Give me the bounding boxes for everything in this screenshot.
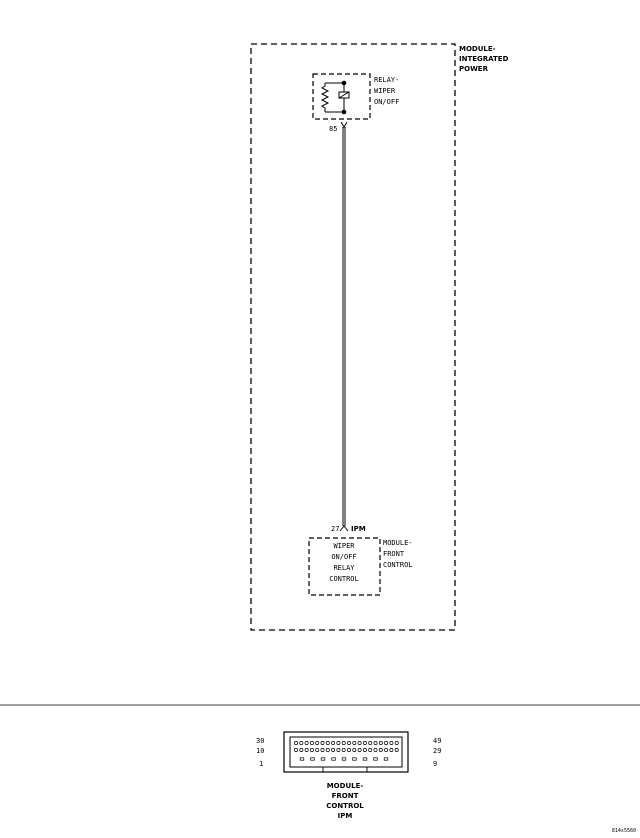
- fcm-connector-tag: IPM: [351, 525, 366, 533]
- connector-cavity: [299, 757, 305, 761]
- connector-left-pin-mid: 10: [256, 747, 264, 755]
- fcm-inner-line-3: RELAY: [333, 564, 355, 572]
- pin-85-chevron: [340, 121, 348, 128]
- connector-cavity: [309, 748, 314, 752]
- connector-cavity: [336, 748, 341, 752]
- connector-cavity: [394, 748, 399, 752]
- connector-cavity: [352, 748, 357, 752]
- connector-cavity: [373, 757, 378, 761]
- ipm-module-boundary: [250, 43, 456, 631]
- connector-cavity: [362, 741, 367, 745]
- relay-coil-symbol: [320, 80, 350, 115]
- relay-pin-label: 85: [329, 125, 337, 133]
- connector-left-pin-top: 30: [256, 737, 264, 745]
- connector-caption-line-4: IPM: [338, 812, 353, 820]
- connector-cavity: [304, 748, 309, 752]
- fcm-inner-line-2: ON/OFF: [331, 553, 356, 561]
- pin-27-chevron: [339, 525, 349, 532]
- connector-cavity: [315, 741, 320, 745]
- connector-cavity: [320, 748, 325, 752]
- connector-cavity: [368, 748, 373, 752]
- connector-right-pin-bottom: 9: [433, 760, 437, 768]
- connector-cavity: [378, 748, 383, 752]
- connector-cavity: [352, 741, 357, 745]
- connector-cavity: [341, 748, 346, 752]
- connector-cavity: [294, 741, 298, 745]
- connector-cavity: [373, 748, 378, 752]
- fcm-label-line-1: MODULE-: [383, 539, 413, 547]
- connector-caption-line-1: MODULE-: [327, 782, 364, 790]
- connector-cavity: [336, 741, 341, 745]
- connector-cavity: [331, 757, 336, 761]
- connector-right-pin-mid: 29: [433, 747, 441, 755]
- connector-cavity: [304, 741, 309, 745]
- connector-cavity: [383, 757, 389, 761]
- connector-cavity: [331, 748, 336, 752]
- connector-cavity: [341, 757, 347, 761]
- connector-cavity: [362, 748, 367, 752]
- fcm-inner-line-1: WIPER: [333, 542, 355, 550]
- connector-cavity: [320, 757, 326, 761]
- connector-pin-row-mid: [294, 748, 399, 752]
- connector-cavity: [373, 741, 378, 745]
- connector-cavity: [384, 741, 389, 745]
- connector-cavity: [357, 748, 362, 752]
- connector-cavity: [378, 741, 383, 745]
- connector-cavity: [394, 741, 399, 745]
- connector-cavity: [341, 741, 346, 745]
- connector-cavity: [299, 748, 304, 752]
- connector-cavity: [310, 757, 315, 761]
- connector-cavity: [368, 741, 373, 745]
- connector-pin-row-bottom: [299, 757, 389, 761]
- connector-cavity: [352, 757, 357, 761]
- relay-boundary: [312, 73, 371, 120]
- connector-cavity: [315, 748, 320, 752]
- connector-face: [283, 731, 409, 773]
- fcm-label-line-3: CONTROL: [383, 561, 413, 569]
- relay-label-line-2: WIPER: [374, 87, 396, 95]
- ipm-label-line-2: INTEGRATED: [459, 55, 509, 63]
- connector-cavity: [309, 741, 314, 745]
- fcm-boundary: [308, 537, 381, 596]
- figure-id: 814s5560: [612, 828, 636, 834]
- connector-cavity: [347, 741, 351, 745]
- connector-cavity: [389, 741, 394, 745]
- connector-cavity: [384, 748, 389, 752]
- connector-cavity: [389, 748, 394, 752]
- connector-cavity: [347, 748, 351, 752]
- connector-cavity: [294, 748, 298, 752]
- connector-cavity: [357, 741, 362, 745]
- connector-cavity: [325, 741, 330, 745]
- relay-label-line-1: RELAY-: [374, 76, 399, 84]
- connector-cavity: [299, 741, 304, 745]
- connector-caption-line-3: CONTROL: [326, 802, 364, 810]
- fcm-label-line-2: FRONT: [383, 550, 405, 558]
- connector-cavity: [362, 757, 368, 761]
- connector-cavity: [320, 741, 325, 745]
- connector-cavity: [325, 748, 330, 752]
- ipm-label-line-1: MODULE-: [459, 45, 496, 53]
- connector-right-pin-top: 49: [433, 737, 441, 745]
- connector-pin-row-top: [294, 741, 399, 745]
- ipm-label-line-3: POWER: [459, 65, 489, 73]
- connector-left-pin-bottom: 1: [259, 760, 263, 768]
- connector-caption-line-2: FRONT: [332, 792, 359, 800]
- relay-label-line-3: ON/OFF: [374, 98, 399, 106]
- fcm-inner-line-4: CONTROL: [329, 575, 359, 583]
- connector-cavity: [331, 741, 336, 745]
- fcm-pin-label: 27: [331, 525, 339, 533]
